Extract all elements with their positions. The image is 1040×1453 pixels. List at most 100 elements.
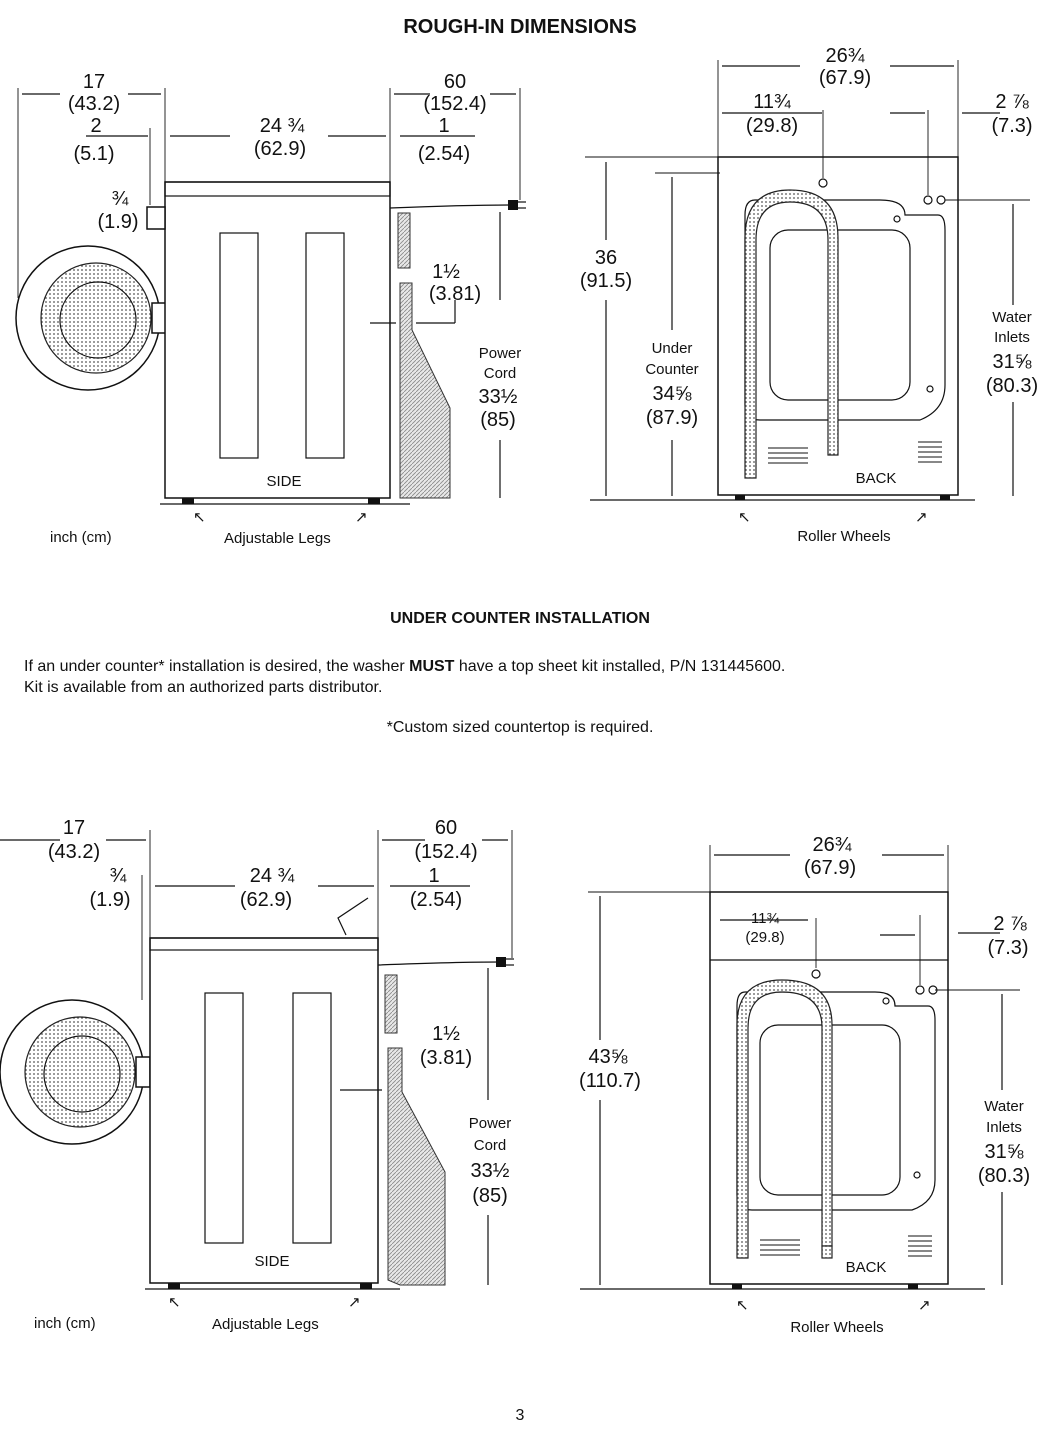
power-cord-length-cm: (85) xyxy=(480,409,516,431)
door-glass xyxy=(24,1016,136,1128)
inlet-offset-dim-cm: (7.3) xyxy=(991,115,1032,137)
inlet-offset-dim: 2 ⅞ xyxy=(993,913,1027,935)
side-view-under-counter xyxy=(0,897,514,1290)
svg-text:↗: ↗ xyxy=(918,1297,931,1314)
water-inlets-dim: 31⅝ xyxy=(993,351,1032,373)
svg-text:↖: ↖ xyxy=(168,1294,181,1311)
dim-24-34: 24 ¾ xyxy=(250,865,295,887)
center-dim: 11¾ xyxy=(753,91,791,113)
instruction-line-1: If an under counter* installation is des… xyxy=(24,658,786,675)
center-dim: 11¾ xyxy=(751,910,780,927)
water-inlets-dim-cm: (80.3) xyxy=(978,1165,1030,1187)
wall-hatch xyxy=(387,1047,446,1286)
water-inlets-label: Water xyxy=(992,309,1031,326)
svg-text:↖: ↖ xyxy=(193,509,206,526)
height-dim: 36 xyxy=(595,247,617,269)
width-dim: 26¾ xyxy=(826,45,865,67)
dim-1-12-cm: (3.81) xyxy=(429,283,481,305)
washer-body xyxy=(164,181,391,499)
adjustable-legs-label: Adjustable Legs xyxy=(224,530,331,547)
water-inlets-label: Water xyxy=(984,1098,1023,1115)
side-label: SIDE xyxy=(266,473,301,490)
wall-hatch xyxy=(399,282,451,499)
dim-60: 60 xyxy=(435,817,457,839)
power-cord-label-2: Cord xyxy=(484,365,517,382)
footnote: *Custom sized countertop is required. xyxy=(386,719,654,736)
units-label: inch (cm) xyxy=(34,1315,96,1332)
back-view xyxy=(590,156,975,501)
instruction-line-2: Kit is available from an authorized part… xyxy=(24,679,383,696)
roller-wheels-label: Roller Wheels xyxy=(790,1319,883,1336)
power-cord-label-2: Cord xyxy=(474,1137,507,1154)
dim-34: ¾ xyxy=(112,188,129,210)
under-counter-label-2: Counter xyxy=(645,361,698,378)
svg-text:↗: ↗ xyxy=(348,1294,361,1311)
adjustable-legs-label: Adjustable Legs xyxy=(212,1316,319,1333)
back-dimension-lines-under-counter: ↖↗ xyxy=(588,845,1020,1314)
water-inlets-dim: 31⅝ xyxy=(985,1141,1024,1163)
width-dim-cm: (67.9) xyxy=(804,857,856,879)
side-dimension-lines: ↖↗ xyxy=(17,88,521,526)
dim-17: 17 xyxy=(63,817,85,839)
drain-hose xyxy=(736,979,833,1259)
center-dim-cm: (29.8) xyxy=(745,929,784,946)
inlet-offset-dim-cm: (7.3) xyxy=(987,937,1028,959)
svg-text:↖: ↖ xyxy=(738,509,751,526)
svg-text:↗: ↗ xyxy=(355,509,368,526)
dim-1: 1 xyxy=(428,865,439,887)
under-counter-diagram: ↖↗ 17 (43.2) ¾ (1.9) 24 ¾ (62.9) 60 (152… xyxy=(0,817,1030,1336)
dim-60-cm: (152.4) xyxy=(414,841,477,863)
dim-24-34-cm: (62.9) xyxy=(240,889,292,911)
svg-text:↖: ↖ xyxy=(736,1297,749,1314)
under-counter-dim: 34⅝ xyxy=(653,383,692,405)
dim-60-cm: (152.4) xyxy=(423,93,486,115)
under-counter-dim-cm: (87.9) xyxy=(646,407,698,429)
height-dim: 43⅝ xyxy=(589,1046,628,1068)
dim-24-34: 24 ¾ xyxy=(260,115,305,137)
dim-34-cm: (1.9) xyxy=(89,889,130,911)
door-glass xyxy=(40,262,152,374)
under-counter-label: Under xyxy=(652,340,693,357)
width-dim-cm: (67.9) xyxy=(819,67,871,89)
power-cord-label: Power xyxy=(469,1115,512,1132)
dim-34-cm: (1.9) xyxy=(97,211,138,233)
height-dim-cm: (91.5) xyxy=(580,270,632,292)
power-cord-length-cm: (85) xyxy=(472,1185,508,1207)
back-dimension-lines: ↖↗ xyxy=(585,60,1030,526)
dim-17: 17 xyxy=(83,71,105,93)
dim-24-34-cm: (62.9) xyxy=(254,138,306,160)
dim-17-cm: (43.2) xyxy=(48,841,100,863)
dim-1-12: 1½ xyxy=(432,1023,460,1045)
dim-34: ¾ xyxy=(110,865,127,887)
power-cord-length: 33½ xyxy=(471,1160,510,1182)
water-inlets-label-2: Inlets xyxy=(994,329,1030,346)
dim-1-12: 1½ xyxy=(432,261,460,283)
dim-1-cm: (2.54) xyxy=(410,889,462,911)
page-number: 3 xyxy=(515,1407,525,1424)
dim-1-cm: (2.54) xyxy=(418,143,470,165)
units-label: inch (cm) xyxy=(50,529,112,546)
page-title: ROUGH-IN DIMENSIONS xyxy=(403,16,637,38)
section-heading: UNDER COUNTER INSTALLATION xyxy=(390,610,650,627)
height-dim-cm: (110.7) xyxy=(579,1070,641,1092)
dim-2: 2 xyxy=(90,115,101,137)
water-inlets-dim-cm: (80.3) xyxy=(986,375,1038,397)
roller-wheels-label: Roller Wheels xyxy=(797,528,890,545)
water-inlets-label-2: Inlets xyxy=(986,1119,1022,1136)
dim-2-cm: (5.1) xyxy=(73,143,114,165)
dim-17-cm: (43.2) xyxy=(68,93,120,115)
dim-1: 1 xyxy=(438,115,449,137)
back-label: BACK xyxy=(856,470,897,487)
rough-in-diagram: ↖↗ 17 (43.2) 2 (5.1) ¾ (1.9) 24 ¾ (62.9)… xyxy=(15,45,1038,547)
back-label: BACK xyxy=(846,1259,887,1276)
drain-hose xyxy=(744,189,839,479)
power-cord-label: Power xyxy=(479,345,522,362)
power-cord-length: 33½ xyxy=(479,386,518,408)
dim-1-12-cm: (3.81) xyxy=(420,1047,472,1069)
side-view xyxy=(15,181,526,505)
back-view-under-counter xyxy=(580,891,985,1290)
side-dimension-lines-under-counter: ↖↗ xyxy=(0,830,513,1311)
inlet-offset-dim: 2 ⅞ xyxy=(995,91,1029,113)
center-dim-cm: (29.8) xyxy=(746,115,798,137)
side-label: SIDE xyxy=(254,1253,289,1270)
